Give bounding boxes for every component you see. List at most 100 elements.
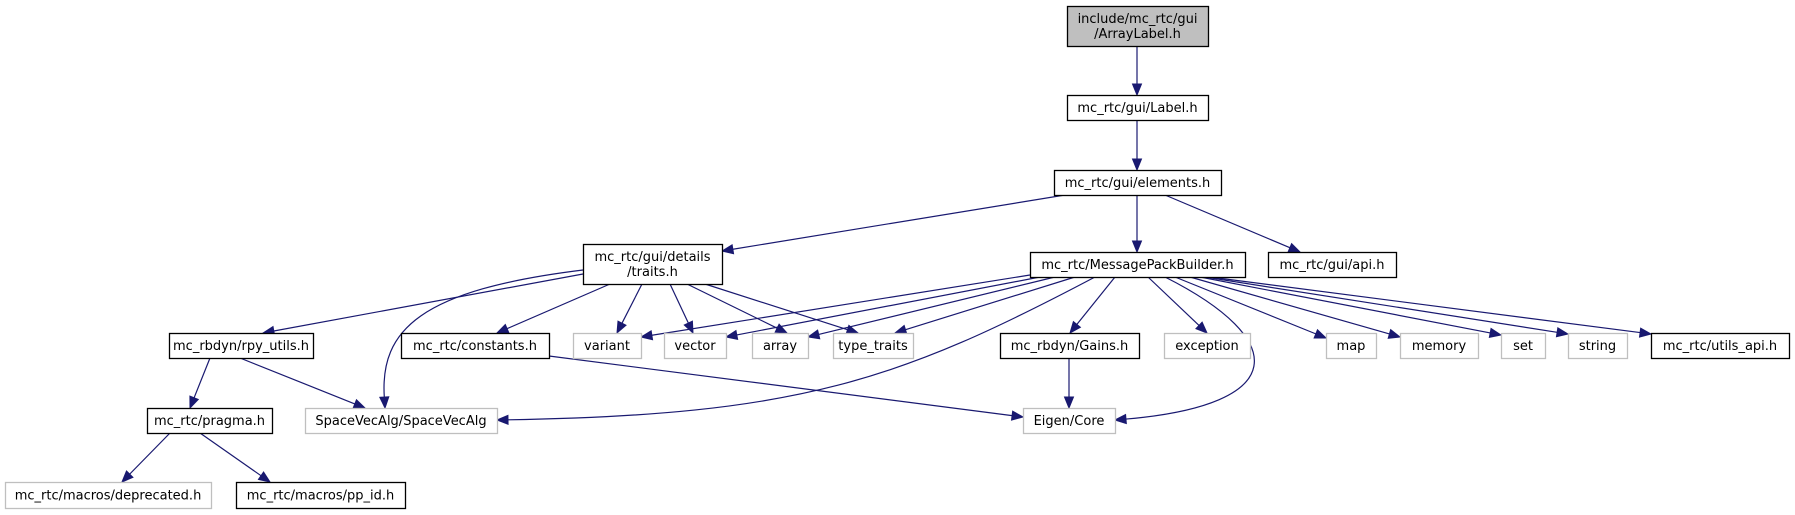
node-label: set — [1513, 339, 1533, 354]
arrowhead-traits-constants — [495, 323, 510, 334]
node-label: mc_rtc/gui/Label.h — [1077, 101, 1197, 116]
arrowhead-elements-guiapi — [1287, 242, 1302, 253]
arrowhead-msgpack-vector — [724, 329, 739, 340]
node-label: /ArrayLabel.h — [1094, 27, 1181, 42]
node-label: mc_rtc/MessagePackBuilder.h — [1041, 258, 1233, 273]
edge-line — [1209, 276, 1641, 334]
arrowhead-traits-vector — [683, 320, 694, 335]
node-label: include/mc_rtc/gui — [1078, 12, 1198, 27]
edge-msgpack-to-spacevecalg — [495, 276, 1096, 426]
arrowhead-msgpack-exception — [1195, 321, 1208, 334]
arrowhead-msgpack-utilsapi — [1638, 327, 1653, 338]
edge-line — [199, 432, 262, 477]
edge-line — [548, 355, 1013, 417]
edge-traits-to-constants — [495, 283, 611, 334]
arrowhead-elements-msgpack — [1131, 240, 1143, 254]
arrowhead-msgpack-spacevecalg — [495, 414, 509, 426]
node-rpy[interactable]: mc_rbdyn/rpy_utils.h — [168, 332, 315, 360]
node-label: mc_rbdyn/rpy_utils.h — [173, 339, 309, 354]
node-exception: exception — [1163, 332, 1252, 360]
node-utilsapi[interactable]: mc_rtc/utils_api.h — [1650, 332, 1791, 360]
arrowhead-msgpack-gains — [1069, 320, 1082, 335]
edge-line — [1147, 276, 1200, 326]
edge-msgpack-to-memory — [1189, 276, 1402, 339]
arrowhead-rpy-spacevecalg — [352, 398, 367, 409]
node-type_traits: type_traits — [832, 332, 915, 360]
edge-line — [736, 276, 1041, 336]
node-box — [1163, 332, 1252, 360]
node-ppid[interactable]: mc_rtc/macros/pp_id.h — [235, 481, 407, 510]
arrowhead-msgpack-type_traits — [893, 324, 908, 335]
node-memory: memory — [1399, 332, 1480, 360]
node-box — [1267, 251, 1398, 279]
edge-line — [1076, 276, 1116, 325]
node-label[interactable]: mc_rtc/gui/Label.h — [1066, 94, 1210, 122]
node-label: type_traits — [838, 339, 908, 354]
edge-line — [1189, 276, 1390, 335]
node-pragma[interactable]: mc_rtc/pragma.h — [146, 407, 274, 435]
edge-line — [239, 357, 356, 405]
arrowhead-msgpack-variant — [639, 330, 654, 341]
edge-msgpack-to-array — [806, 276, 1056, 340]
node-label: exception — [1175, 339, 1239, 354]
node-label: mc_rtc/macros/deprecated.h — [15, 489, 202, 504]
edge-line — [1204, 276, 1558, 333]
edge-line — [704, 283, 848, 331]
arrowhead-pragma-ppid — [257, 471, 272, 483]
node-box — [1650, 332, 1791, 360]
node-label: mc_rtc/gui/api.h — [1280, 258, 1385, 273]
node-box — [400, 332, 551, 360]
edge-arraylabel-to-label — [1131, 46, 1143, 97]
edge-line — [193, 357, 211, 399]
edge-msgpack-to-type_traits — [893, 276, 1076, 335]
node-box — [1500, 332, 1547, 360]
edge-rpy-to-spacevecalg — [239, 357, 367, 409]
node-label: memory — [1412, 339, 1467, 354]
edge-msgpack-to-map — [1174, 276, 1328, 339]
node-label: mc_rtc/pragma.h — [154, 414, 265, 429]
node-box — [146, 407, 274, 435]
node-label: variant — [584, 339, 630, 354]
node-arraylabel[interactable]: include/mc_rtc/gui/ArrayLabel.h — [1066, 5, 1210, 48]
edge-msgpack-to-exception — [1147, 276, 1208, 334]
arrowhead-constants-eigen — [1010, 410, 1025, 421]
node-label: mc_rtc/gui/elements.h — [1065, 176, 1211, 191]
node-label: mc_rtc/macros/pp_id.h — [247, 489, 394, 504]
node-box — [999, 332, 1141, 360]
edge-pragma-to-deprecated — [121, 432, 171, 483]
node-label: SpaceVecAlg/SpaceVecAlg — [315, 414, 486, 429]
node-box — [1022, 407, 1117, 435]
edge-line — [129, 432, 171, 475]
edges-layer — [121, 46, 1653, 483]
arrowhead-label-elements — [1131, 158, 1143, 172]
edge-gains-to-eigen — [1063, 358, 1075, 410]
edge-label-to-elements — [1131, 120, 1143, 172]
node-array: array — [751, 332, 810, 360]
edge-traits-to-array — [686, 283, 789, 334]
node-label: string — [1579, 339, 1616, 354]
arrowhead-msgpack-string — [1555, 327, 1570, 338]
node-constants[interactable]: mc_rtc/constants.h — [400, 332, 551, 360]
node-msgpack[interactable]: mc_rtc/MessagePackBuilder.h — [1029, 251, 1247, 279]
node-map: map — [1325, 332, 1378, 360]
edge-msgpack-to-gains — [1069, 276, 1116, 335]
node-string: string — [1567, 332, 1629, 360]
node-box — [1066, 5, 1210, 48]
node-box — [1567, 332, 1629, 360]
node-box — [751, 332, 810, 360]
arrowhead-traits-array — [774, 323, 789, 334]
node-gains[interactable]: mc_rbdyn/Gains.h — [999, 332, 1141, 360]
node-deprecated: mc_rtc/macros/deprecated.h — [4, 481, 213, 510]
edge-line — [732, 194, 1066, 250]
edge-msgpack-to-eigen — [1113, 276, 1255, 425]
node-vector: vector — [663, 332, 728, 360]
node-guiapi[interactable]: mc_rtc/gui/api.h — [1267, 251, 1398, 279]
node-elements[interactable]: mc_rtc/gui/elements.h — [1053, 169, 1223, 197]
node-traits[interactable]: mc_rtc/gui/details/traits.h — [582, 243, 724, 286]
edge-line — [651, 274, 1031, 336]
node-box — [235, 481, 407, 510]
arrowhead-msgpack-memory — [1387, 328, 1402, 339]
node-box — [1399, 332, 1480, 360]
nodes-layer: include/mc_rtc/gui/ArrayLabel.h mc_rtc/gu… — [4, 5, 1791, 510]
